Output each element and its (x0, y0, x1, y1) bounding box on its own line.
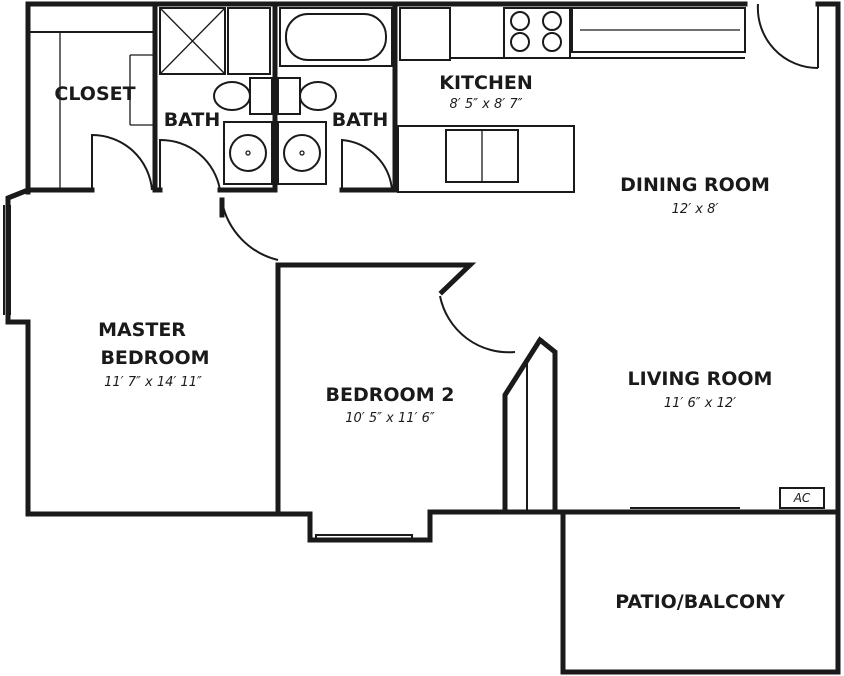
left-bath (152, 1, 278, 193)
living-room-dims: 11′ 6″ x 12′ (664, 396, 736, 411)
dining-room-label: DINING ROOM (620, 174, 770, 196)
master-bedroom-label-line1: MASTER (98, 319, 186, 341)
dining-room-dims: 12′ x 8′ (672, 202, 719, 217)
bedroom-2-dims: 10′ 5″ x 11′ 6″ (345, 411, 435, 426)
right-bath (277, 1, 398, 193)
kitchen-area (397, 7, 746, 193)
patio-balcony-label: PATIO/BALCONY (615, 591, 785, 613)
master-bedroom-dims: 11′ 7″ x 14′ 11″ (104, 375, 202, 390)
closet-area (25, 1, 158, 193)
ac-label: AC (793, 491, 811, 505)
entry-door (756, 3, 819, 70)
bath-left-label: BATH (164, 109, 221, 131)
bedroom-walls (25, 187, 558, 542)
patio-area (560, 487, 841, 675)
closet-label: CLOSET (54, 83, 135, 105)
outer-walls (3, 1, 841, 543)
living-room-label: LIVING ROOM (628, 368, 773, 390)
kitchen-label: KITCHEN (439, 72, 532, 94)
bedroom-2-label: BEDROOM 2 (326, 384, 455, 406)
master-bedroom-label-line2: BEDROOM (100, 347, 209, 369)
bath-right-label: BATH (332, 109, 389, 131)
kitchen-dims: 8′ 5″ x 8′ 7″ (450, 97, 523, 112)
